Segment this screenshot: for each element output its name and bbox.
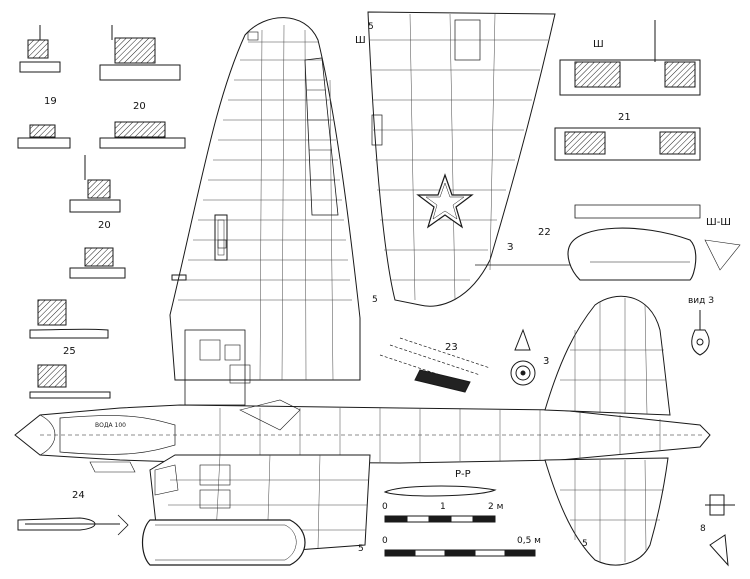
small-parts — [705, 494, 735, 567]
label-20b: 20 — [98, 220, 111, 231]
label-21: 21 — [618, 112, 631, 123]
section-shsh — [475, 204, 741, 281]
label-section-shsh: Ш-Ш — [706, 217, 731, 228]
label-8: 8 — [700, 524, 706, 534]
scale-bar-2 — [384, 549, 536, 557]
scale2-end: 0,5 м — [517, 536, 541, 546]
label-19: 19 — [44, 96, 57, 107]
label-arrow-z: З — [507, 242, 514, 253]
label-5-top: 5 — [368, 22, 374, 32]
label-5-mid: 5 — [372, 295, 378, 305]
label-rr: Р-Р — [455, 469, 471, 480]
scale1-two: 2 м — [488, 502, 504, 512]
label-25: 25 — [63, 346, 76, 357]
scale1-one: 1 — [440, 502, 446, 512]
outer-wing-panel — [367, 11, 556, 307]
fuselage-text: ВОДА 100 — [95, 422, 126, 429]
scale1-zero: 0 — [382, 502, 388, 512]
label-24: 24 — [72, 490, 85, 501]
label-section-sh-right: Ш — [593, 39, 604, 50]
label-5-right: 5 — [582, 539, 588, 549]
label-section-sh-left: Ш — [355, 35, 366, 46]
detail-23 — [379, 337, 491, 393]
fuselage: ВОДА 100 — [14, 404, 711, 464]
label-vid-z: вид З — [688, 296, 715, 306]
section-rr — [383, 485, 497, 497]
vid-z-detail — [510, 310, 710, 386]
lower-wing — [89, 329, 371, 566]
label-22: 22 — [538, 227, 551, 238]
label-z3: 3 — [543, 356, 550, 367]
label-23: 23 — [445, 342, 458, 353]
horizontal-stabilizer — [544, 295, 671, 566]
label-5-bot: 5 — [358, 544, 364, 554]
scale2-zero: 0 — [382, 536, 388, 546]
canopy-section-21 — [554, 20, 701, 161]
main-wing — [169, 17, 361, 381]
label-20a: 20 — [133, 101, 146, 112]
canopy-details — [17, 25, 186, 399]
detail-24 — [17, 514, 129, 536]
scale-bar-1 — [384, 515, 496, 523]
